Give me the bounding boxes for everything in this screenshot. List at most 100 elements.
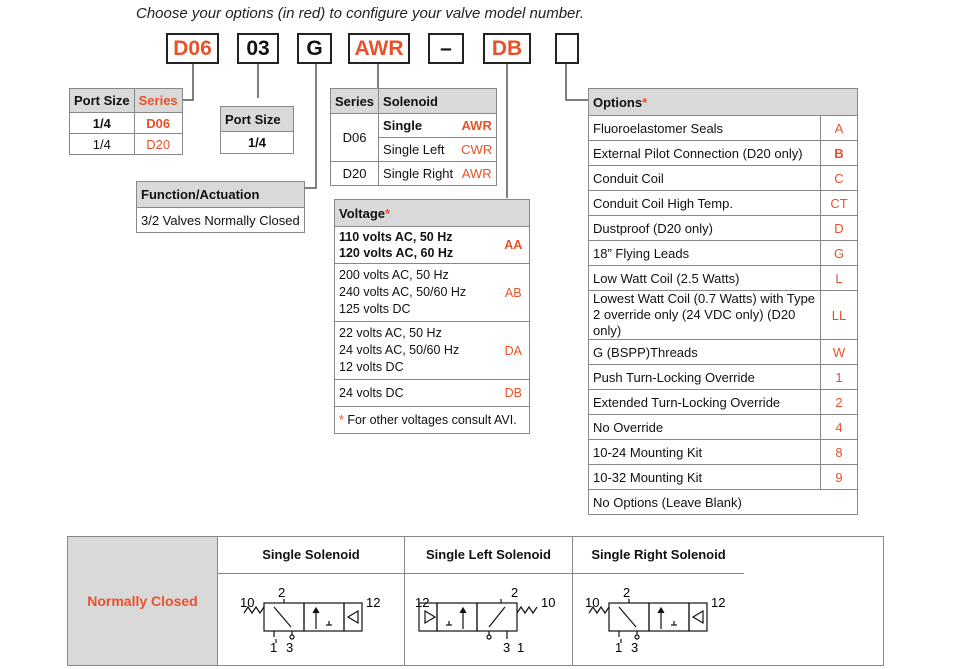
option-code: 2 [820,389,858,415]
option-code: G [820,240,858,266]
option-code: B [820,140,858,166]
options-header: Options [593,94,643,110]
schematic-table: Normally Closed Single Solenoid 2 10 12 … [67,536,884,666]
option-label: No Override [588,414,821,440]
option-code: D [820,215,858,241]
option-code: W [820,339,858,365]
port-label-1: 1 [270,640,277,655]
voltage-line: 24 volts AC, 50/60 Hz [339,343,460,357]
port-label-1: 1 [517,640,524,655]
model-box-options [555,33,579,64]
port-label-3: 3 [631,640,638,655]
option-label: G (BSPP)Threads [588,339,821,365]
port-size-header: Port Size [220,106,294,132]
voltage-code: DB [497,379,530,407]
port-label-1: 1 [615,640,622,655]
option-code: C [820,165,858,191]
option-label: External Pilot Connection (D20 only) [588,140,821,166]
col-header: Single Solenoid [218,537,404,574]
model-box-series: D06 [166,33,219,64]
port-label-2: 2 [623,585,630,600]
row-label-cell: Normally Closed [68,537,217,665]
table-cell: D20 [133,133,183,155]
port-size-value: 1/4 [220,131,294,154]
function-value: 3/2 Valves Normally Closed [136,207,305,233]
series-table-header-series: Series [133,88,183,113]
port-label-3: 3 [286,640,293,655]
option-label: Conduit Coil High Temp. [588,190,821,216]
series-table: Port Size Series 1/4 D06 1/4 D20 [69,88,183,155]
voltage-code: AA [497,226,530,264]
valve-symbol-icon: 2 12 10 3 1 [415,585,555,655]
option-code: A [820,115,858,141]
solenoid-code: CWR [457,137,498,162]
model-box-solenoid: AWR [348,33,410,64]
solenoid-label: Single Right [378,161,458,186]
page-title: Choose your options (in red) to configur… [136,5,585,22]
option-label: No Options (Leave Blank) [588,489,858,515]
col-single-solenoid: Single Solenoid 2 10 12 1 3 [217,537,404,665]
table-cell: D06 [133,112,183,134]
voltage-line: 120 volts AC, 60 Hz [339,246,454,260]
port-label-10: 10 [240,595,254,610]
voltage-table: Voltage* 110 volts AC, 50 Hz 120 volts A… [333,199,530,434]
voltage-line: 12 volts DC [339,360,404,374]
solenoid-label: Single Left [378,137,458,162]
footnote-star: * [339,413,344,427]
port-label-12: 12 [711,595,725,610]
solenoid-header-series: Series [329,88,380,114]
voltage-code: AB [497,263,530,322]
solenoid-series-d20: D20 [329,161,380,186]
voltage-line: 200 volts AC, 50 Hz [339,268,449,282]
col-header: Single Right Solenoid [573,537,744,574]
port-label-10: 10 [585,595,599,610]
col-single-right-solenoid: Single Right Solenoid 2 10 12 1 3 [572,537,744,665]
port-label-2: 2 [278,585,285,600]
solenoid-series-d06: D06 [329,113,380,162]
solenoid-label: Single [378,113,458,138]
port-label-2: 2 [511,585,518,600]
voltage-line: 110 volts AC, 50 Hz [339,230,453,244]
solenoid-table: Series Solenoid D06 Single AWR Single Le… [329,88,498,186]
option-label: Lowest Watt Coil (0.7 Watts) with Type 2… [588,290,821,340]
table-cell: 1/4 [69,133,135,155]
solenoid-code: AWR [457,113,498,138]
option-code: CT [820,190,858,216]
voltage-star: * [385,205,391,221]
voltage-line: 24 volts DC [333,379,498,407]
option-label: 10-32 Mounting Kit [588,464,821,490]
port-label-3: 3 [503,640,510,655]
series-table-header-port: Port Size [69,88,135,113]
option-code: 9 [820,464,858,490]
option-label: Low Watt Coil (2.5 Watts) [588,265,821,291]
col-single-left-solenoid: Single Left Solenoid 2 12 10 3 1 [404,537,572,665]
function-table: Function/Actuation 3/2 Valves Normally C… [136,181,305,233]
option-code: LL [820,290,858,340]
port-label-12: 12 [366,595,380,610]
col-header: Single Left Solenoid [405,537,572,574]
model-box-function: G [297,33,332,64]
port-size-table: Port Size 1/4 [220,106,294,154]
model-box-port: 03 [237,33,279,64]
option-label: Extended Turn-Locking Override [588,389,821,415]
port-label-10: 10 [541,595,555,610]
valve-symbol-icon: 2 10 12 1 3 [240,585,380,655]
function-header: Function/Actuation [136,181,305,208]
options-star: * [642,94,648,110]
voltage-code: DA [497,321,530,380]
voltage-line: 240 volts AC, 50/60 Hz [339,285,467,299]
option-label: 18” Flying Leads [588,240,821,266]
option-label: Conduit Coil [588,165,821,191]
option-label: 10-24 Mounting Kit [588,439,821,465]
voltage-footnote: For other voltages consult AVI. [343,413,517,427]
solenoid-code: AWR [457,161,498,186]
option-label: Push Turn-Locking Override [588,364,821,390]
model-box-dash: – [428,33,464,64]
row-label-normally-closed: Normally Closed [87,593,198,609]
valve-symbol-icon: 2 10 12 1 3 [585,585,725,655]
voltage-header: Voltage [339,205,385,221]
table-cell: 1/4 [69,112,135,134]
model-box-voltage: DB [483,33,531,64]
